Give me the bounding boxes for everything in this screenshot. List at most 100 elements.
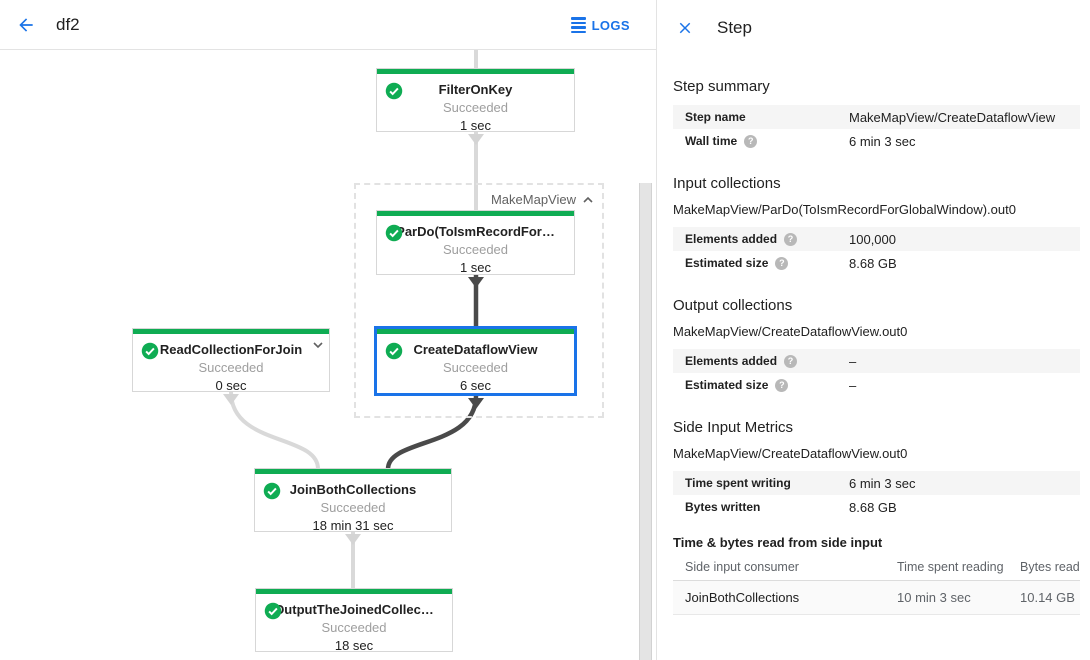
node-status: Succeeded: [442, 242, 509, 257]
metric-row-wall-time: Wall time? 6 min 3 sec: [673, 129, 1080, 153]
section-input-collections-title: Input collections: [673, 175, 781, 192]
node-readcollectionforjoin[interactable]: ReadCollectionForJoin Succeeded 0 sec: [132, 328, 330, 393]
node-createdataflowview[interactable]: CreateDataflowView Succeeded 6 sec: [374, 326, 577, 396]
metric-row-elements-added: Elements added? –: [673, 349, 1080, 373]
metric-value: –: [849, 353, 857, 369]
node-title: JoinBothCollections: [289, 482, 417, 497]
node-time: 1 sec: [459, 118, 492, 133]
metric-value: 6 min 3 sec: [849, 133, 916, 149]
help-icon[interactable]: ?: [775, 378, 789, 392]
node-title: ReadCollectionForJoin: [159, 342, 303, 357]
metric-label: Estimated size: [685, 378, 769, 392]
node-time: 18 min 31 sec: [312, 518, 394, 533]
section-output-collections-title: Output collections: [673, 297, 793, 314]
node-status-bar: [377, 329, 574, 334]
node-title: ParDo(ToIsmRecordFor…: [396, 224, 555, 239]
section-step-summary-title: Step summary: [673, 78, 770, 95]
job-title: df2: [56, 14, 80, 34]
success-check-icon: [263, 482, 281, 500]
node-pardo-toismrecord[interactable]: ParDo(ToIsmRecordFor… Succeeded 1 sec: [376, 210, 575, 275]
arrow-back-icon: [19, 17, 33, 32]
node-title: OutputTheJoinedCollec…: [274, 602, 434, 617]
back-button[interactable]: [12, 11, 40, 39]
col-header-bytes-read: Bytes read: [1008, 554, 1080, 581]
logs-button-label: LOGS: [591, 17, 630, 33]
node-status: Succeeded: [442, 360, 509, 375]
node-status: Succeeded: [198, 360, 264, 375]
node-time: 6 sec: [459, 378, 492, 393]
cell-time-spent-reading: 10 min 3 sec: [885, 580, 1008, 615]
node-status: Succeeded: [321, 620, 387, 635]
graph-pane: df2 LOGS MakeMa: [0, 0, 656, 660]
composite-group-makemapview: MakeMapView: [354, 183, 604, 418]
success-check-icon: [141, 342, 159, 360]
chevron-down-icon[interactable]: [312, 341, 324, 349]
node-filteronkey[interactable]: FilterOnKey Succeeded 1 sec: [376, 68, 575, 133]
group-label[interactable]: MakeMapView: [490, 192, 576, 207]
metric-label: Step name: [685, 110, 746, 124]
metric-label: Estimated size: [685, 256, 769, 270]
panel-title: Step: [717, 18, 752, 37]
metric-value: 8.68 GB: [849, 499, 897, 515]
metric-label: Wall time: [685, 134, 738, 148]
side-input-table: Side input consumer Time spent reading B…: [673, 554, 1080, 615]
node-status-bar: [256, 589, 452, 594]
help-icon[interactable]: ?: [784, 232, 798, 246]
side-input-table-title: Time & bytes read from side input: [673, 535, 883, 550]
success-check-icon: [385, 224, 403, 242]
metric-row-elements-added: Elements added? 100,000: [673, 227, 1080, 251]
node-status-bar: [377, 211, 574, 216]
col-header-side-input-consumer: Side input consumer: [673, 554, 885, 581]
node-status: Succeeded: [320, 500, 386, 515]
success-check-icon: [385, 82, 403, 100]
cell-bytes-read: 10.14 GB: [1008, 580, 1080, 615]
node-status-bar: [377, 69, 574, 74]
output-collection-name: MakeMapView/CreateDataflowView.out0: [673, 324, 908, 339]
node-status: Succeeded: [442, 100, 509, 115]
side-input-collection-name: MakeMapView/CreateDataflowView.out0: [673, 446, 908, 461]
cell-side-input-consumer: JoinBothCollections: [673, 580, 885, 615]
help-icon[interactable]: ?: [775, 256, 789, 270]
node-outputthejoinedcollection[interactable]: OutputTheJoinedCollec… Succeeded 18 sec: [255, 588, 453, 653]
col-header-time-spent-reading: Time spent reading: [885, 554, 1008, 581]
panel-header: Step: [657, 0, 1090, 56]
step-details-panel: Step Step summary Step name MakeMapView/…: [656, 0, 1090, 660]
metric-value: MakeMapView/CreateDataflowView: [849, 109, 1056, 125]
metric-label: Time spent writing: [685, 476, 791, 490]
help-icon[interactable]: ?: [744, 134, 758, 148]
metric-label: Elements added: [685, 232, 778, 246]
table-header-row: Side input consumer Time spent reading B…: [673, 554, 1080, 581]
node-status-bar: [255, 469, 451, 474]
metric-row-estimated-size: Estimated size? 8.68 GB: [673, 251, 1080, 275]
node-joinbothcollections[interactable]: JoinBothCollections Succeeded 18 min 31 …: [254, 468, 452, 533]
section-side-input-metrics-title: Side Input Metrics: [673, 419, 794, 436]
chevron-up-icon[interactable]: [582, 196, 594, 204]
panel-body: Step summary Step name MakeMapView/Creat…: [657, 78, 1090, 615]
job-header: df2 LOGS: [0, 0, 656, 50]
node-title: CreateDataflowView: [413, 342, 538, 357]
node-time: 18 sec: [334, 638, 374, 653]
node-time: 1 sec: [459, 260, 492, 275]
close-panel-button[interactable]: [673, 16, 697, 40]
close-icon: [679, 22, 691, 34]
pipeline-graph: MakeMapView FilterOnKey Succeeded 1 sec: [0, 50, 656, 660]
success-check-icon: [385, 342, 403, 360]
metric-label: Bytes written: [685, 500, 761, 514]
metric-value: –: [849, 377, 857, 393]
logs-button[interactable]: LOGS: [570, 0, 630, 50]
metric-row-time-spent-writing: Time spent writing 6 min 3 sec: [673, 471, 1080, 495]
table-row: JoinBothCollections 10 min 3 sec 10.14 G…: [673, 580, 1080, 615]
success-check-icon: [264, 602, 282, 620]
logs-list-icon: [570, 17, 586, 33]
node-title: FilterOnKey: [438, 82, 513, 97]
help-icon[interactable]: ?: [784, 354, 798, 368]
graph-edges: [223, 50, 484, 589]
metric-row-step-name: Step name MakeMapView/CreateDataflowView: [673, 105, 1080, 129]
input-collection-name: MakeMapView/ParDo(ToIsmRecordForGlobalWi…: [673, 202, 1016, 217]
node-status-bar: [133, 329, 329, 334]
node-time: 0 sec: [215, 378, 247, 393]
metric-row-estimated-size: Estimated size? –: [673, 373, 1080, 397]
metric-value: 100,000: [849, 231, 896, 247]
graph-scrollbar-thumb[interactable]: [639, 183, 652, 660]
